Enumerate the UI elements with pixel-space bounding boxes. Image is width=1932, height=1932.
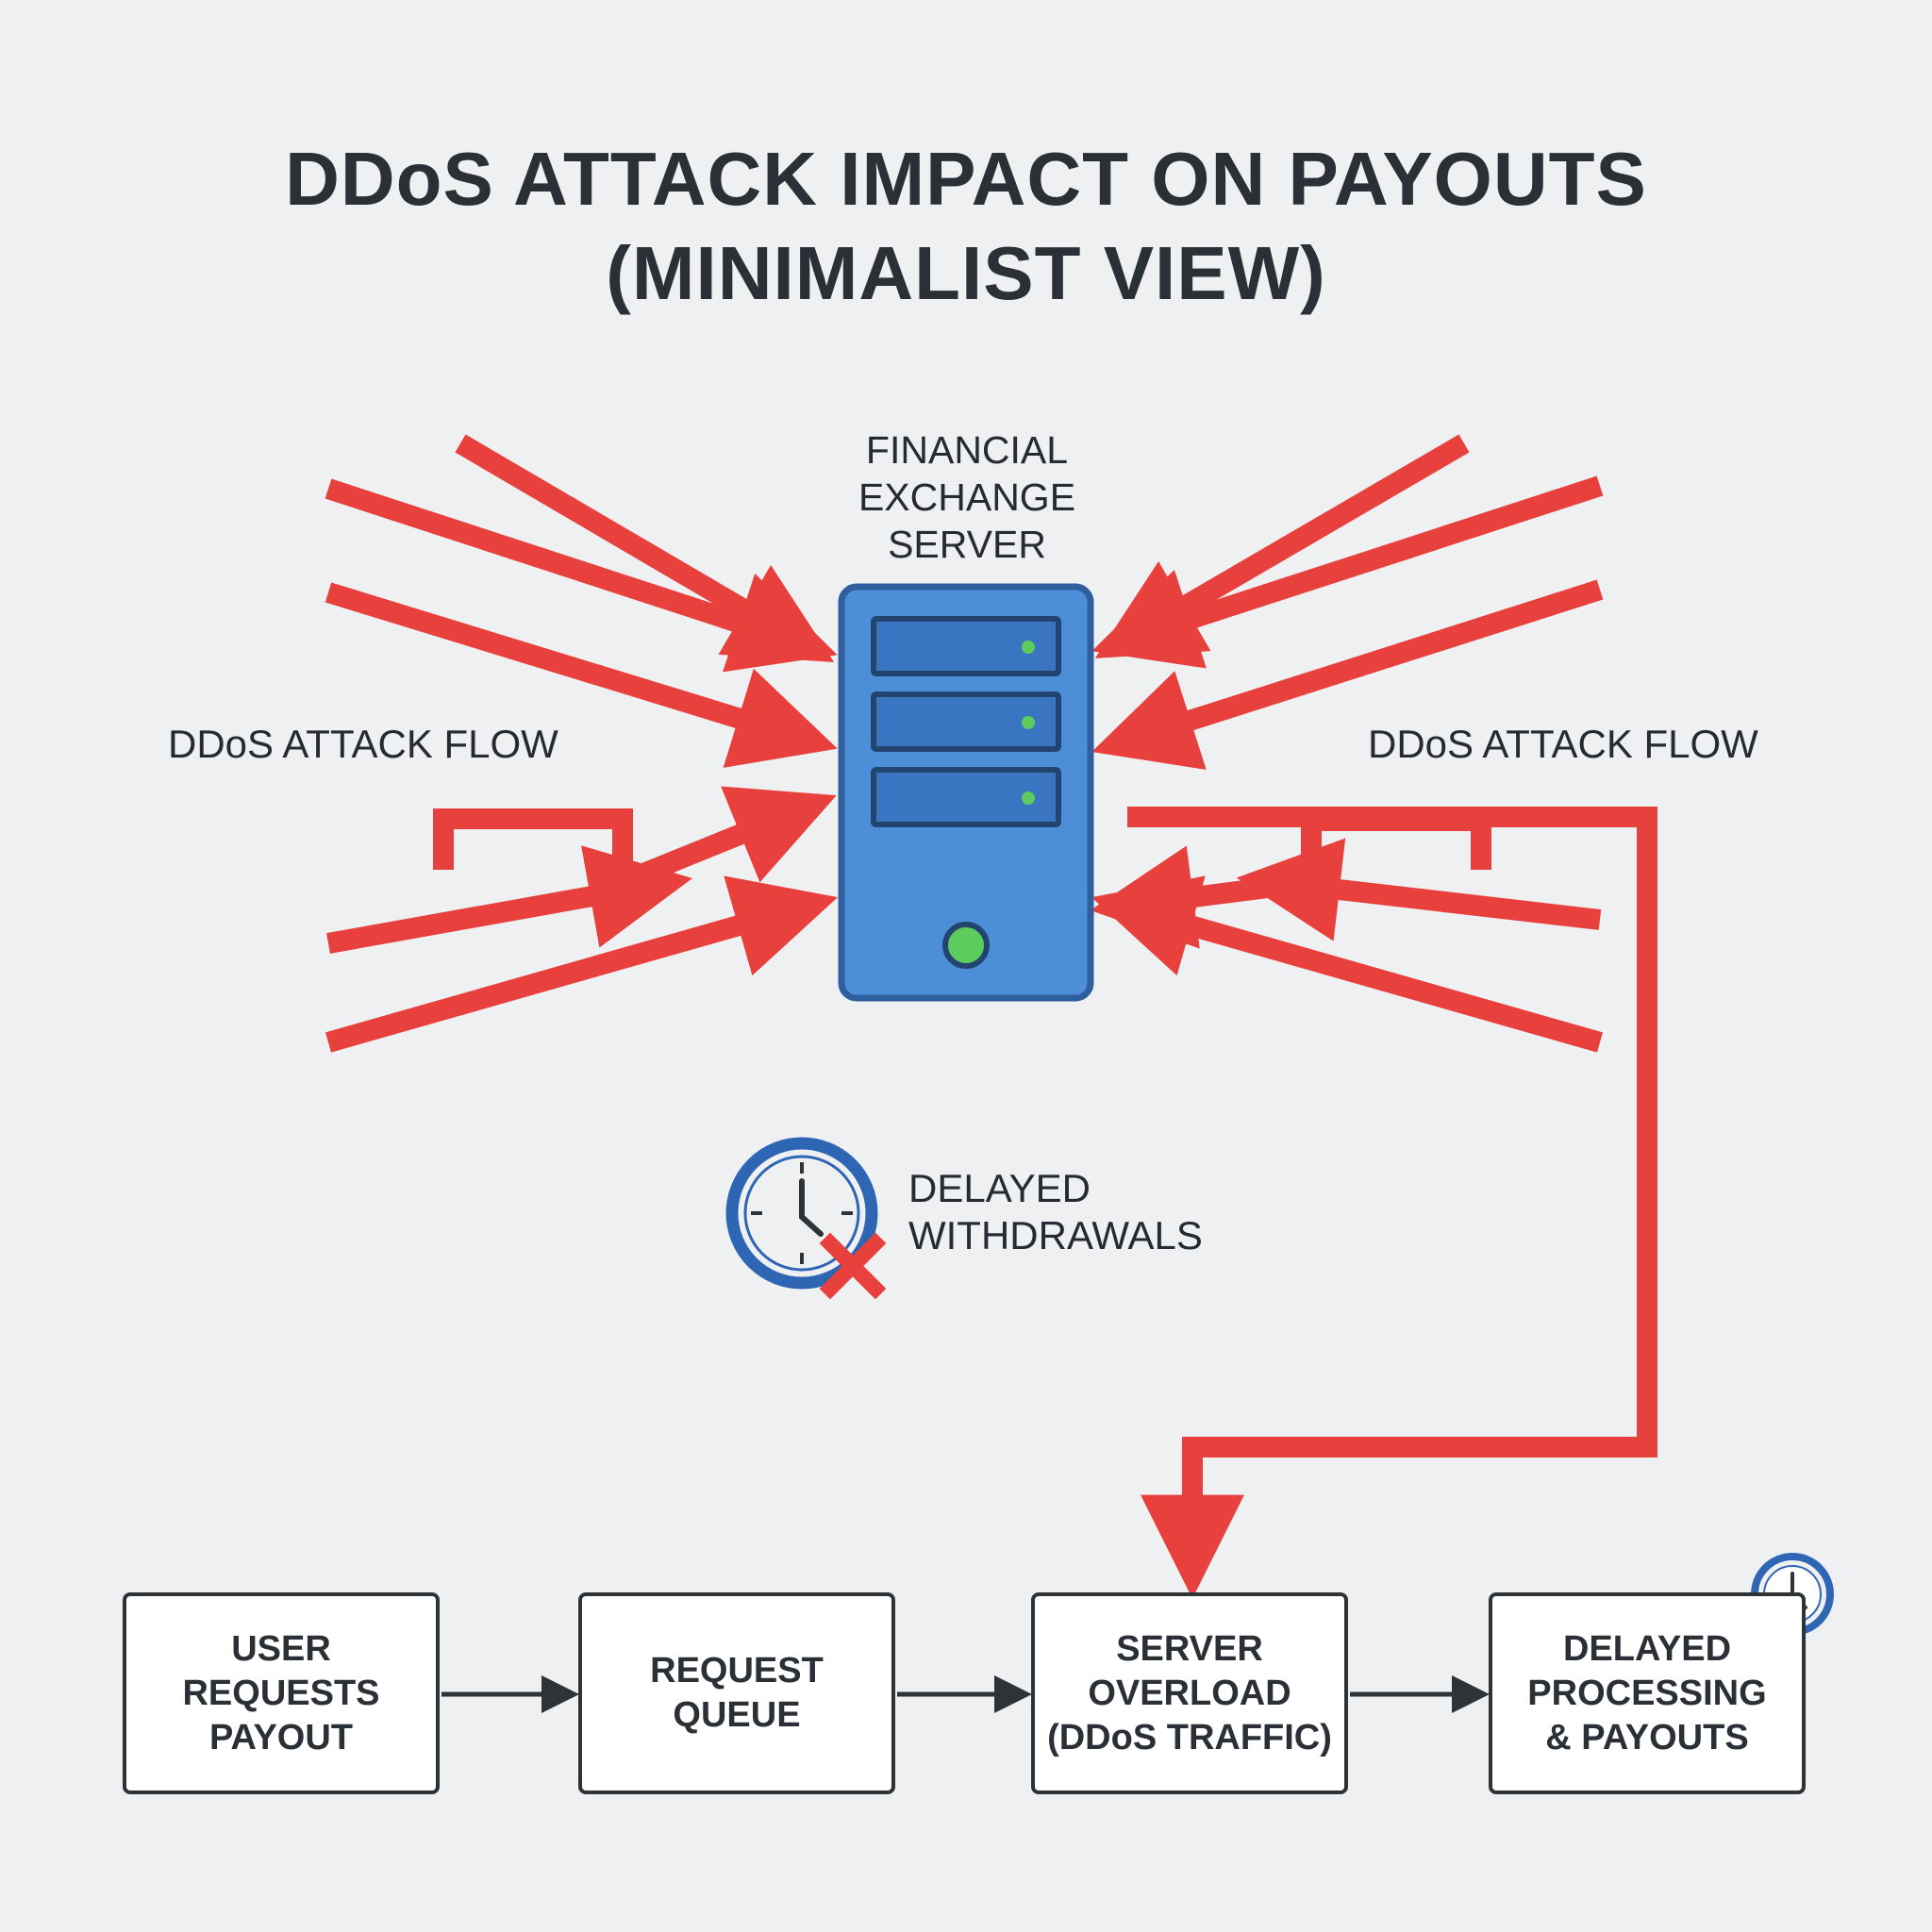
step-text: REQUEST bbox=[650, 1651, 824, 1690]
step-user-requests-payout: USER REQUESTS PAYOUT bbox=[123, 1592, 440, 1794]
right-attack-arrows bbox=[1090, 434, 1604, 1053]
step-text: & PAYOUTS bbox=[1545, 1717, 1749, 1757]
server-tower-icon bbox=[838, 583, 1094, 1002]
attack-arrow bbox=[1091, 475, 1604, 669]
server-label-line: FINANCIAL bbox=[865, 428, 1069, 472]
step-text: USER bbox=[231, 1628, 331, 1669]
delay-label-line: WITHDRAWALS bbox=[908, 1213, 1203, 1257]
step-delayed-processing: DELAYED PROCESSING & PAYOUTS bbox=[1489, 1592, 1806, 1794]
server-drive-bay bbox=[871, 691, 1061, 752]
attack-arrow bbox=[1236, 838, 1602, 941]
server-label-line: SERVER bbox=[888, 523, 1046, 566]
attack-arrow bbox=[326, 845, 692, 954]
step-server-overload: SERVER OVERLOAD (DDoS TRAFFIC) bbox=[1031, 1592, 1348, 1794]
server-led bbox=[1022, 641, 1035, 654]
page-title: DDoS ATTACK IMPACT ON PAYOUTS (MINIMALIS… bbox=[211, 132, 1721, 321]
step-text: DELAYED bbox=[1562, 1628, 1732, 1669]
attack-arrow bbox=[325, 478, 838, 673]
step-text: REQUESTS bbox=[182, 1673, 380, 1713]
step-text: OVERLOAD bbox=[1088, 1673, 1291, 1713]
title-line: DDoS ATTACK IMPACT ON PAYOUTS bbox=[285, 137, 1647, 221]
left-attack-arrows bbox=[325, 434, 839, 1053]
step-text: PAYOUT bbox=[208, 1717, 354, 1757]
step-text: SERVER bbox=[1116, 1628, 1263, 1669]
x-mark-icon bbox=[819, 1232, 887, 1300]
server-drive-bay bbox=[871, 767, 1061, 827]
clock-with-x-icon bbox=[725, 1137, 887, 1300]
step-text: QUEUE bbox=[673, 1695, 801, 1735]
attack-arrow bbox=[325, 875, 839, 1053]
step-text: PROCESSING bbox=[1527, 1673, 1767, 1713]
attack-arrow bbox=[325, 582, 838, 768]
step-request-queue: REQUEST QUEUE bbox=[578, 1592, 895, 1794]
overload-feed-arrow bbox=[1127, 807, 1657, 1599]
server-drive-bay bbox=[871, 616, 1061, 676]
attack-arrow bbox=[1091, 579, 1604, 770]
server-led bbox=[1022, 791, 1035, 805]
server-led bbox=[1022, 716, 1035, 729]
server-label: FINANCIAL EXCHANGE SERVER bbox=[811, 426, 1123, 568]
right-attack-flow-label: DDoS ATTACK FLOW bbox=[1368, 722, 1758, 766]
attack-arrow bbox=[1091, 875, 1604, 1053]
server-label-line: EXCHANGE bbox=[858, 475, 1076, 519]
server-power-button bbox=[942, 922, 990, 969]
delay-label-line: DELAYED bbox=[908, 1166, 1091, 1210]
left-attack-flow-label: DDoS ATTACK FLOW bbox=[168, 722, 558, 766]
attack-arrow bbox=[433, 786, 837, 898]
delayed-withdrawals-label: DELAYED WITHDRAWALS bbox=[908, 1165, 1203, 1259]
step-text: (DDoS TRAFFIC) bbox=[1047, 1717, 1332, 1757]
title-line: (MINIMALIST VIEW) bbox=[606, 231, 1326, 315]
